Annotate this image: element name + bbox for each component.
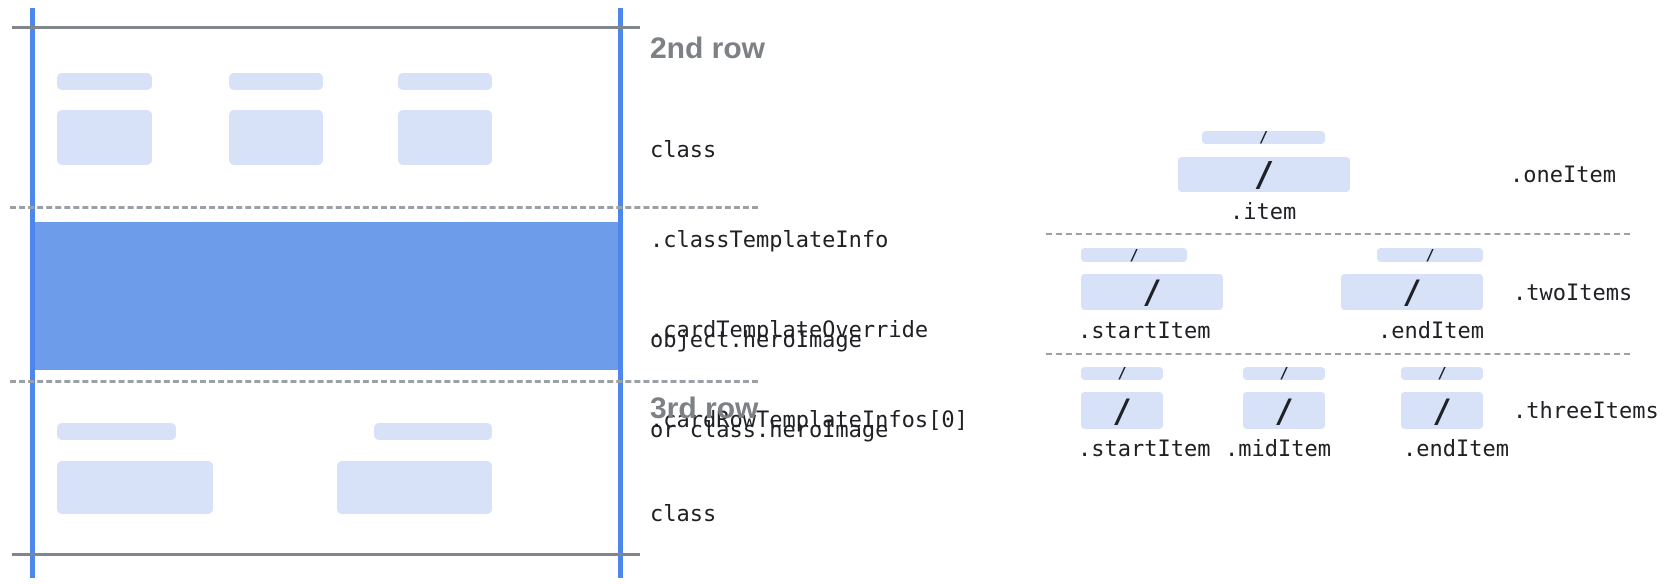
slash-glyph: /	[1274, 391, 1294, 430]
item-value-bar: /	[1081, 274, 1223, 310]
card-right-guide-line	[618, 8, 623, 578]
field-label-placeholder	[374, 423, 492, 440]
item-field-label: .item	[1230, 200, 1297, 225]
field-value-placeholder	[57, 461, 213, 514]
slash-glyph: /	[1129, 245, 1139, 264]
field-label-placeholder	[57, 423, 176, 440]
field-label-placeholder	[57, 73, 152, 90]
slash-glyph: /	[1258, 128, 1269, 146]
code-line: .cardTemplateOverride	[650, 318, 929, 343]
slash-glyph: /	[1279, 364, 1289, 382]
card-top-line	[12, 26, 640, 29]
hero-image-path: object.heroImage or class.heroImage	[650, 266, 888, 506]
code-line: or class.heroImage	[650, 418, 889, 443]
slash-glyph: /	[1112, 391, 1132, 430]
slash-glyph: /	[1142, 273, 1162, 311]
item-value-bar: /	[1178, 157, 1350, 192]
field-label-placeholder	[398, 73, 492, 90]
code-line: class	[650, 502, 717, 527]
row2-class-path: class .classTemplateInfo .cardTemplateOv…	[650, 76, 968, 496]
item-value-bar: /	[1081, 392, 1163, 429]
row3-heading: 3rd row	[650, 392, 759, 425]
row-divider-dashed-top	[10, 206, 758, 209]
layout-divider-dashed	[1046, 353, 1630, 355]
slash-glyph: /	[1253, 154, 1275, 195]
card-left-guide-line	[30, 8, 35, 578]
field-value-placeholder	[57, 110, 152, 165]
item-label-bar: /	[1401, 364, 1483, 382]
card-bottom-line	[12, 553, 640, 556]
two-items-layout-label: .twoItems	[1513, 281, 1633, 306]
layout-divider-dashed	[1046, 233, 1630, 235]
end-item-label: .endItem	[1403, 437, 1509, 462]
field-value-placeholder	[229, 110, 323, 165]
code-line: object.heroImage	[650, 328, 862, 353]
item-value-bar: /	[1341, 274, 1483, 310]
hero-image-band	[35, 222, 618, 370]
three-items-layout-label: .threeItems	[1513, 399, 1659, 424]
end-item-label: .endItem	[1378, 319, 1484, 344]
mid-item-label: .midItem	[1225, 437, 1331, 462]
one-item-layout-label: .oneItem	[1510, 163, 1616, 188]
row-divider-dashed-bottom	[10, 380, 758, 383]
row3-class-path: class .classTemplateInfo .cardTemplateOv…	[650, 440, 968, 584]
item-value-bar: /	[1401, 392, 1483, 429]
item-label-bar: /	[1377, 245, 1483, 264]
field-value-placeholder	[337, 461, 492, 514]
field-value-placeholder	[398, 110, 492, 165]
row2-heading: 2nd row	[650, 32, 766, 65]
code-line: .classTemplateInfo	[650, 228, 889, 253]
item-label-bar: /	[1243, 364, 1325, 382]
slash-glyph: /	[1437, 364, 1447, 382]
code-line: .cardRowTemplateInfos[0]	[650, 408, 968, 433]
item-label-bar: /	[1081, 364, 1163, 382]
item-label-bar: /	[1202, 128, 1325, 146]
code-line: class	[650, 138, 717, 163]
slash-glyph: /	[1117, 364, 1127, 382]
item-value-bar: /	[1243, 392, 1325, 429]
start-item-label: .startItem	[1078, 319, 1211, 344]
slash-glyph: /	[1425, 245, 1435, 264]
start-item-label: .startItem	[1078, 437, 1211, 462]
slash-glyph: /	[1432, 391, 1452, 430]
item-label-bar: /	[1081, 245, 1187, 264]
field-label-placeholder	[229, 73, 323, 90]
slash-glyph: /	[1402, 273, 1422, 311]
